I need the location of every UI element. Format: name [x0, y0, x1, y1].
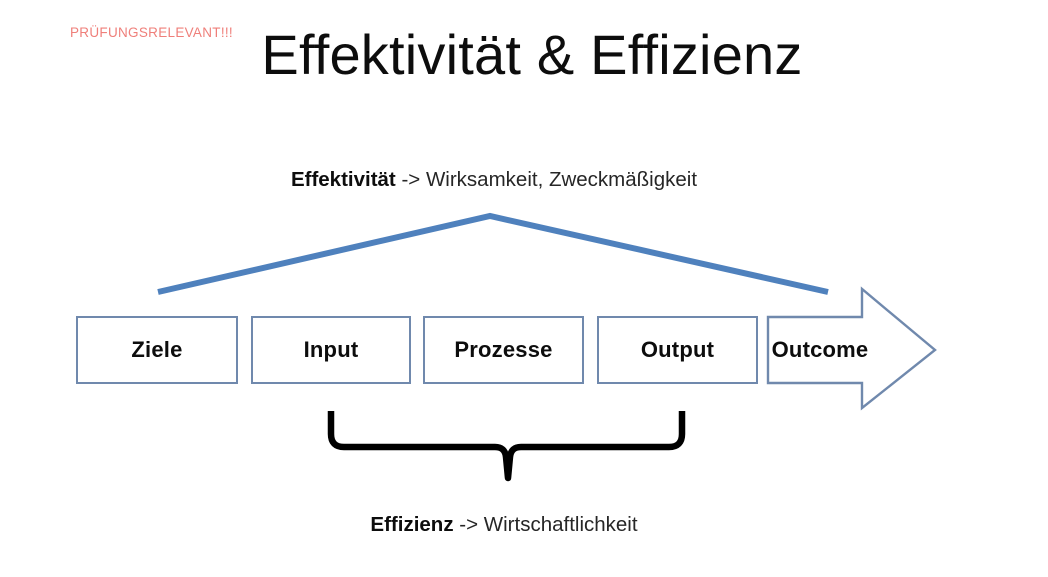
chain-box-input[interactable]: Input	[251, 316, 411, 384]
effektivitaet-caption: Effektivität -> Wirksamkeit, Zweckmäßigk…	[0, 168, 1048, 192]
effektivitaet-term: Effektivität	[290, 168, 396, 191]
effektivitaet-span-chevron	[157, 212, 829, 295]
effizienz-definition: -> Wirtschaftlichkeit	[453, 513, 638, 536]
exam-relevance-note: PRÜFUNGSRELEVANT!!!	[70, 25, 233, 40]
chain-box-prozesse[interactable]: Prozesse	[423, 316, 584, 384]
effizienz-caption: Effizienz -> Wirtschaftlichkeit	[0, 513, 1048, 537]
chain-box-output[interactable]: Output	[597, 316, 758, 384]
chain-box-outcome[interactable]: Outcome	[771, 337, 869, 362]
effizienz-curly-brace	[327, 411, 686, 482]
effektivitaet-definition: -> Wirksamkeit, Zweckmäßigkeit	[395, 168, 698, 191]
page-title: Effektivität & Effizienz	[261, 23, 803, 86]
effizienz-term: Effizienz	[370, 513, 454, 536]
chain-box-ziele[interactable]: Ziele	[76, 316, 238, 384]
